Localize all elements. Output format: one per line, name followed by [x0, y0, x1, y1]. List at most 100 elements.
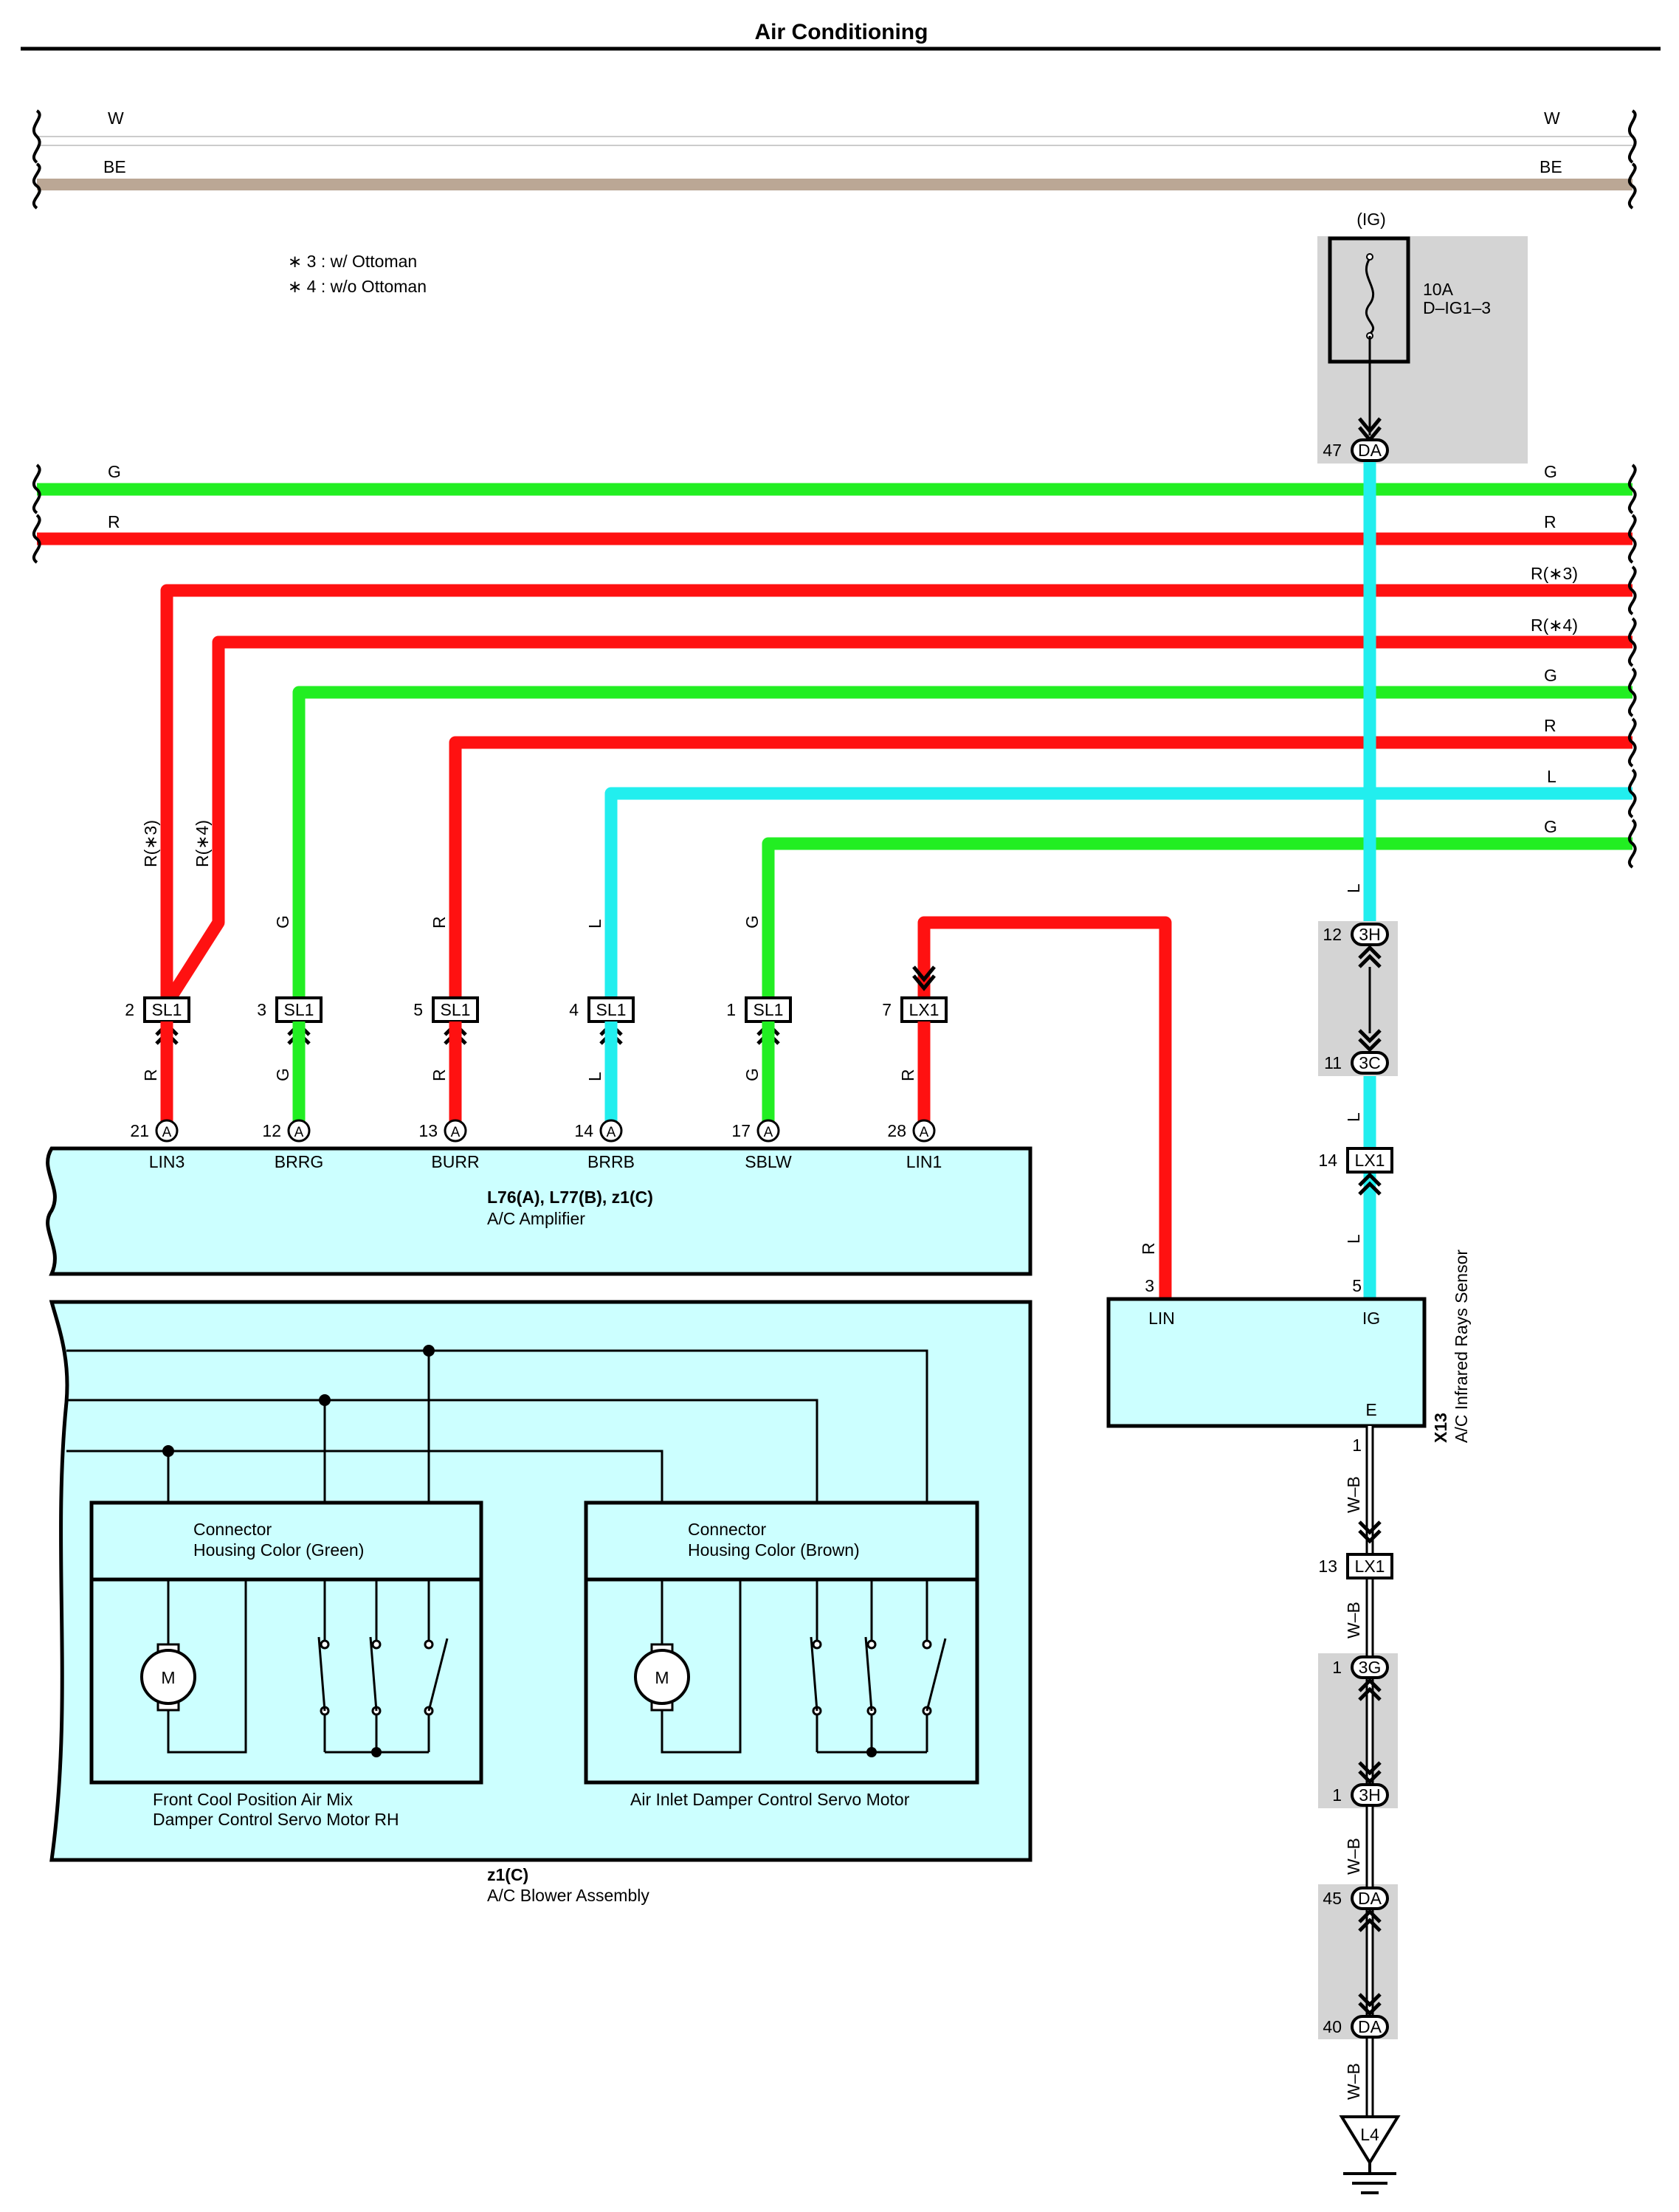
ground-point-label: L4 — [1360, 2125, 1379, 2144]
amp-pin-17 — [756, 1119, 780, 1143]
sl1-connector-2-code: SL1 — [152, 1000, 182, 1019]
drop-column-lin1: LX1 7 R A 28 LIN1 — [882, 996, 948, 1171]
servo-left-common-dot — [371, 1747, 382, 1757]
connector-3c-11-code: 3C — [1359, 1053, 1380, 1072]
amp-pin-13-conn: A — [451, 1125, 461, 1140]
connector-da-45-code: DA — [1358, 1889, 1382, 1908]
drop-column-lin3: R(∗3) R(∗4) SL1 2 R A 21 LIN3 — [125, 820, 212, 1171]
right-wire-label-5: L — [1547, 767, 1556, 786]
lx1-connector-7-code: LX1 — [909, 1000, 940, 1019]
amp-pin-21-num: 21 — [130, 1121, 149, 1140]
connector-3h-12-code: 3H — [1359, 925, 1380, 944]
servo-left-motor-leads — [167, 1579, 247, 1754]
amp-label-burr: BURR — [431, 1152, 479, 1171]
servo-right-caption: Air Inlet Damper Control Servo Motor — [630, 1790, 910, 1809]
lin1-chevron-2 — [912, 974, 936, 991]
ground-shade-da — [1318, 1884, 1398, 2039]
fuse-chevron-1 — [1358, 417, 1382, 434]
fuse-terminal-top — [1366, 253, 1373, 261]
sl1-connector-4 — [587, 996, 635, 1023]
amp-pin-14-num: 14 — [574, 1121, 593, 1140]
sensor-terminal-ig: IG — [1362, 1309, 1380, 1328]
drop-upper-label-sblw: G — [742, 915, 762, 928]
bus-g-label-left: G — [108, 462, 121, 481]
blower-internal-lines — [66, 1349, 928, 1503]
servo-right-switches — [810, 1636, 947, 1716]
amp-pin-17-conn: A — [764, 1125, 773, 1140]
connector-3h-12-pin: 12 — [1323, 925, 1342, 944]
connector-3g-chevron — [1358, 1678, 1382, 1701]
fuse-source-label: (IG) — [1356, 210, 1386, 229]
bus-w-label-right: W — [1544, 108, 1560, 128]
sl1-connector-2 — [143, 996, 190, 1023]
amp-pin-14-conn: A — [607, 1125, 616, 1140]
sensor-name: A/C Infrared Rays Sensor — [1452, 1250, 1471, 1443]
servo-right-housing-line2: Housing Color (Brown) — [688, 1540, 860, 1560]
junction-dot-1 — [423, 1345, 435, 1357]
amp-label-brrb: BRRB — [587, 1152, 635, 1171]
connector-da-40-code: DA — [1358, 2017, 1382, 2036]
drop-lower-label-sblw: G — [742, 1068, 762, 1081]
right-wire-label-2: R(∗4) — [1531, 616, 1578, 635]
amp-label-lin3: LIN3 — [149, 1152, 185, 1171]
servo-right-motor-leads — [661, 1579, 742, 1754]
lx1-connector-14-code: LX1 — [1355, 1151, 1385, 1170]
connector-3g-1-pin: 1 — [1332, 1658, 1342, 1677]
wire-r-ottoman — [160, 584, 1633, 1004]
junction-dot-3 — [162, 1445, 174, 1457]
bus-r-label-right: R — [1544, 512, 1556, 531]
wire-g-sblw — [762, 837, 1633, 1004]
drop-lower-label-lin3: R — [141, 1069, 160, 1081]
sl1-connector-1-pin: 1 — [726, 1000, 736, 1019]
right-wire-label-1: R(∗3) — [1531, 564, 1578, 583]
left-break-marks — [32, 109, 41, 564]
amp-pin-12-conn: A — [294, 1125, 304, 1140]
amplifier-name: A/C Amplifier — [487, 1209, 585, 1228]
servo-left-switches — [317, 1636, 449, 1716]
drop-column-brrg: G SL1 3 G A 12 BRRG — [257, 915, 323, 1171]
sl1-connector-5-pin: 5 — [413, 1000, 423, 1019]
sensor-pin-lin: 3 — [1145, 1276, 1154, 1295]
connector-3c-chevron — [1358, 1029, 1382, 1052]
lx1-connector-13 — [1346, 1553, 1393, 1579]
lx1-connector-13-code: LX1 — [1355, 1557, 1385, 1576]
drop-lower-label-brrg: G — [273, 1068, 292, 1081]
right-break-marks — [1627, 109, 1637, 869]
connector-3h-12 — [1351, 923, 1389, 946]
servo-left-housing-line2: Housing Color (Green) — [193, 1540, 364, 1560]
wire-r-lin1 — [917, 916, 1172, 1299]
sl1-connector-4-code: SL1 — [596, 1000, 627, 1019]
sl1-connector-3-pin: 3 — [257, 1000, 266, 1019]
ground-wb-label-4: W–B — [1344, 2063, 1363, 2100]
connector-da-45-chevron — [1358, 1909, 1382, 1932]
servo-right-housing — [584, 1500, 979, 1582]
lx1-13-chevron — [1358, 1520, 1382, 1544]
sl1-connector-5 — [432, 996, 479, 1023]
servo-right-motor-icon — [634, 1649, 690, 1705]
amp-label-brrg: BRRG — [275, 1152, 323, 1171]
wire-r-no-ottoman — [161, 635, 1633, 1007]
servo-left-motor-icon — [140, 1649, 196, 1705]
right-wire-label-4: R — [1544, 716, 1556, 735]
lx1-14-chevron — [1358, 1172, 1382, 1196]
lx1-connector-7-pin: 7 — [882, 1000, 892, 1019]
servo-left-caption-1: Front Cool Position Air Mix — [153, 1790, 353, 1809]
lin1-chevron-1 — [912, 965, 936, 982]
ig-mid-wire-label: L — [1344, 1112, 1363, 1122]
amp-pin-12 — [287, 1119, 311, 1143]
connector-3c-11-pin: 11 — [1324, 1053, 1342, 1072]
ground-shade-3g-3h — [1318, 1653, 1398, 1808]
servo-left: Connector Housing Color (Green) Front Co… — [89, 1500, 483, 1829]
connector-da-40-pin: 40 — [1323, 2017, 1342, 2036]
sl1-connector-3-code: SL1 — [284, 1000, 314, 1019]
amp-pin-13-num: 13 — [418, 1121, 438, 1140]
sl1-connector-5-code: SL1 — [441, 1000, 471, 1019]
amp-pin-21 — [155, 1119, 179, 1143]
servo-left-switch-leads — [323, 1579, 430, 1754]
ground-wb-label-1: W–B — [1344, 1476, 1363, 1513]
diagram-title: Air Conditioning — [755, 20, 928, 44]
right-wire-label-6: G — [1544, 817, 1557, 836]
ground-wb-label-2: W–B — [1344, 1602, 1363, 1639]
fuse-element-icon — [1365, 258, 1375, 335]
